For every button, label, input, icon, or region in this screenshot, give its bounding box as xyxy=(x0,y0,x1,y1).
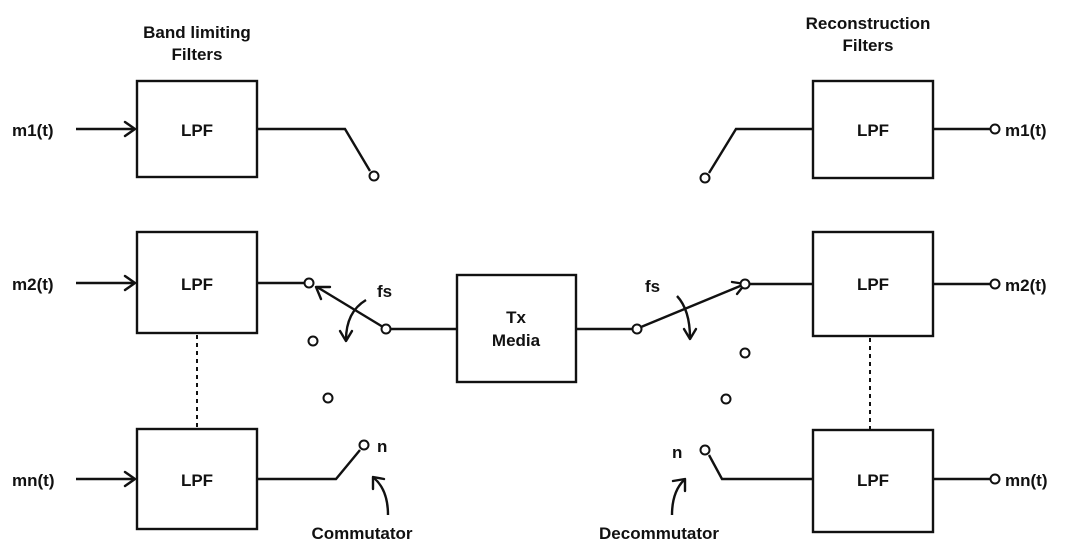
commutator-rotation-arrow xyxy=(338,298,367,343)
lpf-label-right-1: LPF xyxy=(857,121,889,140)
decommutator-contact-2 xyxy=(739,278,751,290)
commutator-contact-2 xyxy=(303,277,315,289)
input-arrow-m2 xyxy=(76,274,137,292)
decommutator-contact-3 xyxy=(739,347,751,359)
decommutator-contact-4 xyxy=(720,393,732,405)
decommutator-contact-1 xyxy=(699,172,711,184)
tx-media-label-line1: Tx xyxy=(506,308,526,327)
lpf-label-right-n: LPF xyxy=(857,471,889,490)
input-label-m1: m1(t) xyxy=(12,121,54,140)
lpf-label-left-n: LPF xyxy=(181,471,213,490)
decommutator-label: Decommutator xyxy=(599,524,719,543)
input-arrow-mn xyxy=(76,470,137,488)
lpf-block-right-1 xyxy=(811,79,935,180)
commutator-contact-n xyxy=(358,439,370,451)
decommutator-rotation-arrow xyxy=(676,295,698,341)
lpf-block-left-n xyxy=(135,427,259,531)
output-label-mn: mn(t) xyxy=(1005,471,1047,490)
wire-left-1 xyxy=(258,127,372,172)
output-terminal-m2 xyxy=(989,278,1001,290)
heading-filters-left: Filters xyxy=(171,45,222,64)
commutator-contact-4 xyxy=(322,392,334,404)
output-label-m1: m1(t) xyxy=(1005,121,1047,140)
commutator-contact-1 xyxy=(368,170,380,182)
decommutator-n-label: n xyxy=(672,443,682,462)
decommutator-pivot xyxy=(631,323,643,335)
wire-left-n xyxy=(258,449,361,481)
wire-right-1 xyxy=(707,127,812,174)
lpf-block-left-2 xyxy=(135,230,259,335)
commutator-pivot xyxy=(380,323,392,335)
commutator-contact-3 xyxy=(307,335,319,347)
input-label-m2: m2(t) xyxy=(12,275,54,294)
lpf-block-right-2 xyxy=(811,230,935,338)
heading-band-limiting: Band limiting xyxy=(143,23,251,42)
lpf-block-right-n xyxy=(811,428,935,534)
lpf-block-left-1 xyxy=(135,79,259,179)
heading-reconstruction: Reconstruction xyxy=(806,14,931,33)
input-label-mn: mn(t) xyxy=(12,471,54,490)
wire-right-n xyxy=(707,454,812,481)
commutator-arm xyxy=(314,285,384,329)
commutator-label: Commutator xyxy=(311,524,412,543)
commutator-pointer-arrow xyxy=(371,475,390,516)
decommutator-rate-label: fs xyxy=(645,277,660,296)
tx-media-block xyxy=(455,273,578,384)
lpf-label-right-2: LPF xyxy=(857,275,889,294)
commutator-n-label: n xyxy=(377,437,387,456)
input-arrow-m1 xyxy=(76,120,137,138)
lpf-label-left-2: LPF xyxy=(181,275,213,294)
decommutator-pointer-arrow xyxy=(670,477,687,516)
lpf-label-left-1: LPF xyxy=(181,121,213,140)
commutator-rate-label: fs xyxy=(377,282,392,301)
output-terminal-m1 xyxy=(989,123,1001,135)
heading-filters-right: Filters xyxy=(842,36,893,55)
output-terminal-mn xyxy=(989,473,1001,485)
tx-media-label-line2: Media xyxy=(492,331,541,350)
decommutator-contact-n xyxy=(699,444,711,456)
output-label-m2: m2(t) xyxy=(1005,276,1047,295)
